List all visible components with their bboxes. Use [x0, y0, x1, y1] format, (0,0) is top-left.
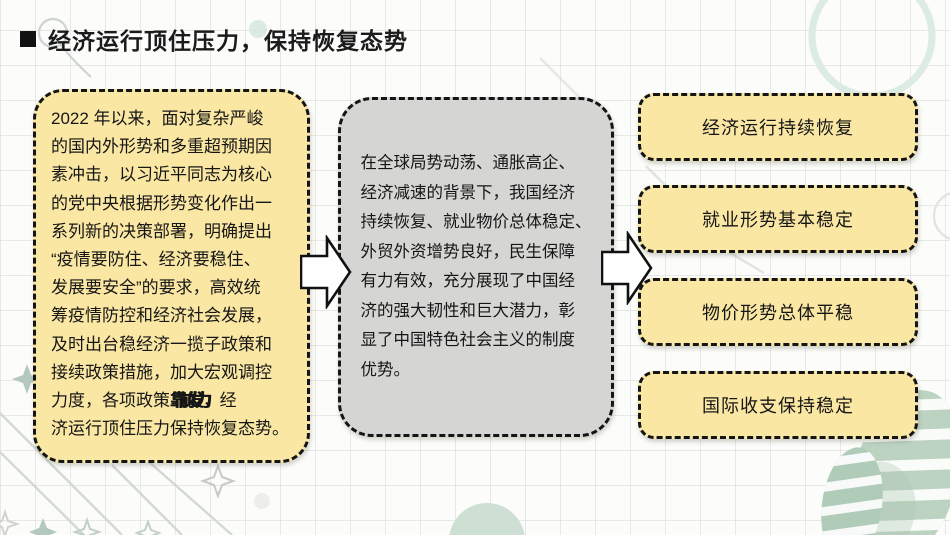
context-text-before: 2022 年以来，面对复杂严峻 的国内外形势和多重超预期因 素冲击，以习近平同志…	[51, 109, 272, 411]
edge-circle-icon	[932, 192, 950, 240]
arc-circle-icon	[808, 0, 936, 100]
outcome-label: 经济运行持续恢复	[702, 118, 854, 138]
flow-arrow-icon	[601, 231, 653, 305]
outcome-label: 国际收支保持稳定	[702, 396, 854, 416]
title-bullet-icon	[20, 31, 36, 47]
page-title: 经济运行顶住压力，保持恢复态势	[48, 28, 408, 54]
flow-arrow-icon	[300, 235, 352, 309]
context-text-squeezed: 靠前发力	[170, 391, 211, 411]
outcome-label: 就业形势基本稳定	[702, 210, 854, 230]
context-text-box: 2022 年以来，面对复杂严峻 的国内外形势和多重超预期因 素冲击，以习近平同志…	[33, 89, 310, 463]
outcome-box-employment: 就业形势基本稳定	[638, 185, 918, 253]
slide-header: 经济运行顶住压力，保持恢复态势	[20, 22, 408, 56]
outcome-box-balance-of-payments: 国际收支保持稳定	[638, 371, 918, 439]
outcome-box-prices: 物价形势总体平稳	[638, 278, 918, 346]
summary-text: 在全球局势动荡、通胀高企、 经济减速的背景下，我国经济 持续恢复、就业物价总体稳…	[360, 154, 592, 379]
outcome-label: 物价形势总体平稳	[702, 303, 854, 323]
outcome-box-economy: 经济运行持续恢复	[638, 93, 918, 161]
gray-dot-icon	[254, 493, 270, 509]
summary-text-box: 在全球局势动荡、通胀高企、 经济减速的背景下，我国经济 持续恢复、就业物价总体稳…	[338, 97, 614, 437]
green-circle-icon	[449, 503, 525, 535]
